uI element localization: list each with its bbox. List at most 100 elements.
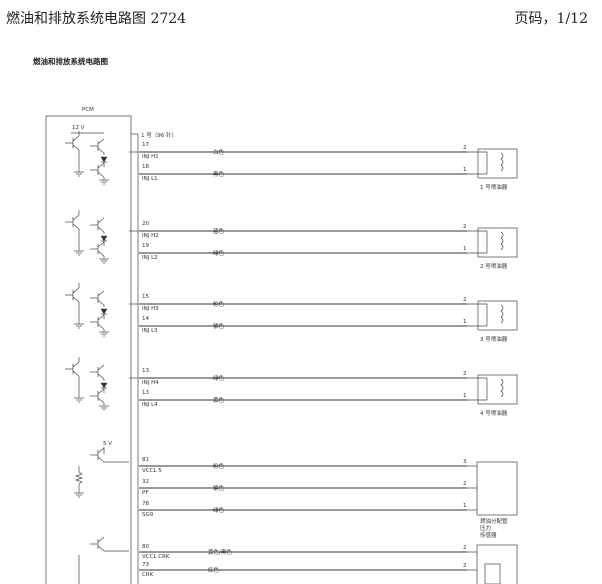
injector-4-wire-low-color: 黄色 [213,396,225,404]
injector-3-pin-high-name: INJ H3 [142,306,159,312]
injector-3-high-driver-collector [72,287,80,294]
map-sensor-3-pin-name: SG9 [142,512,154,518]
supply-5v-label: 5 V [103,441,112,447]
document-title: 燃油和排放系统电路图 2724 [6,11,187,27]
supply-12v-label: 12 V [72,125,85,131]
injector-1-pin-low-name: INJ L1 [142,176,158,182]
map-sensor-3-conn-pin: 1 [463,503,467,509]
map-sensor-3-pin: 78 [142,501,149,507]
injector-2-pin-high-name: INJ H2 [142,233,159,239]
crank-sensor-1-wire-color: 黄色/黑色 [208,548,232,556]
injector-3-flyback-diode [100,308,108,315]
connector-label: 1 号（96 针） [141,131,177,139]
map-sensor-label-1: 燃油分配管 [480,517,508,525]
injector-1-conn-pin-low: 1 [463,167,467,173]
injector-4-wire-high-color: 绿色 [213,374,225,382]
injector-4-ground-driver-emitter [97,397,105,404]
injector-3-ground-driver-emitter [97,323,105,330]
crank-sensor-2-wire-color: 红色 [208,566,220,574]
injector-2-ground-driver-emitter [97,250,105,257]
crank-sensor-box [476,544,518,584]
crank-supply-driver-collector [97,536,105,543]
injector-4-pin-high: 13 [142,368,149,374]
injector-4-conn-pin-high: 2 [463,371,467,377]
injector-2-coil [500,231,504,251]
crank-sensor-2-pin-name: CRK [142,572,154,578]
map-supply-driver-collector [97,447,105,454]
injector-4-coil [500,378,504,398]
crank-sensor-1-conn-pin: 2 [463,545,467,551]
injector-2-low-driver-emitter [97,226,105,233]
injector-2-pin-low: 19 [142,243,149,249]
injector-1-label: 1 号喷油器 [480,183,508,191]
diagram-title: 燃油和排放系统电路图 [33,57,108,66]
map-sensor-2-conn-pin: 2 [463,481,467,487]
injector-1-high-driver-collector [72,135,80,142]
pcm-label: PCM [82,107,94,113]
injector-3-conn-pin-high: 2 [463,297,467,303]
injector-4-component-box [477,374,518,405]
map-sensor-label-2: 压力 [480,524,491,532]
map-pullup-resistor [74,471,84,485]
page-number: 页码，1/12 [514,11,588,27]
map-sensor-label-3: 传感器 [480,531,497,539]
map-sensor-2-wire-color: 紫色 [213,484,225,492]
injector-2-flyback-diode [100,235,108,242]
injector-3-pin-high: 15 [142,294,149,300]
injector-1-pin-high-name: INJ H1 [142,154,159,160]
injector-3-conn-pin-low: 1 [463,319,467,325]
map-sensor-1-pin-name: VCCL 5 [142,468,162,474]
map-sensor-3-wire-color: 绿色 [213,506,225,514]
map-sensor-box [476,461,518,516]
injector-3-low-driver-emitter [97,299,105,306]
injector-4-label: 4 号喷油器 [480,409,508,417]
injector-4-low-driver-collector [97,364,105,371]
injector-4-flyback-diode [100,382,108,389]
injector-4-high-driver-emitter [72,370,80,377]
injector-3-ground-driver-collector [97,314,105,321]
injector-2-pin-low-name: INJ L2 [142,255,158,261]
crank-sensor-1-pin: 80 [142,544,149,550]
injector-4-high-driver-collector [72,361,80,368]
injector-1-component-box [477,148,518,179]
map-supply-driver-emitter [97,456,105,463]
crank-sensor-2-pin: 73 [142,562,149,568]
injector-4-conn-pin-low: 1 [463,393,467,399]
injector-3-wire-high-color: 粉色 [213,300,225,308]
injector-3-high-driver-emitter [72,296,80,303]
injector-1-wire-low-color: 黑色 [213,170,225,178]
crank-sensor-2-conn-pin: 2 [463,563,467,569]
injector-3-coil [500,304,504,324]
injector-4-pin-high-name: INJ H4 [142,380,159,386]
injector-2-component-box [477,227,518,258]
injector-2-high-driver-collector [72,214,80,221]
crank-sensor-element [484,563,501,584]
injector-2-wire-low-color: 绿色 [213,249,225,257]
injector-1-wire-high-color: 白色 [213,148,225,156]
injector-1-low-driver-collector [97,138,105,145]
injector-2-low-driver-collector [97,217,105,224]
injector-4-low-driver-emitter [97,373,105,380]
injector-1-pin-high: 17 [142,142,149,148]
injector-2-wire-high-color: 蓝色 [213,227,225,235]
map-sensor-1-wire-color: 粉色 [213,462,225,470]
injector-3-component-box [477,300,518,331]
injector-2-ground-driver-collector [97,241,105,248]
injector-1-ground-driver-emitter [97,171,105,178]
injector-1-high-driver-emitter [72,144,80,151]
injector-1-conn-pin-high: 2 [463,145,467,151]
map-sensor-2-pin-name: PF [142,490,148,496]
injector-3-wire-low-color: 紫色 [213,322,225,330]
injector-2-label: 2 号喷油器 [480,262,508,270]
injector-1-low-driver-emitter [97,147,105,154]
crank-supply-driver-emitter [97,545,105,552]
injector-2-pin-high: 20 [142,221,149,227]
injector-3-pin-low-name: INJ L3 [142,328,158,334]
map-sensor-1-conn-pin: 3 [463,459,467,465]
injector-1-coil [500,152,504,172]
injector-2-high-driver-emitter [72,223,80,230]
injector-1-flyback-diode [100,156,108,163]
injector-3-pin-low: 14 [142,316,149,322]
map-sensor-2-pin: 32 [142,479,149,485]
